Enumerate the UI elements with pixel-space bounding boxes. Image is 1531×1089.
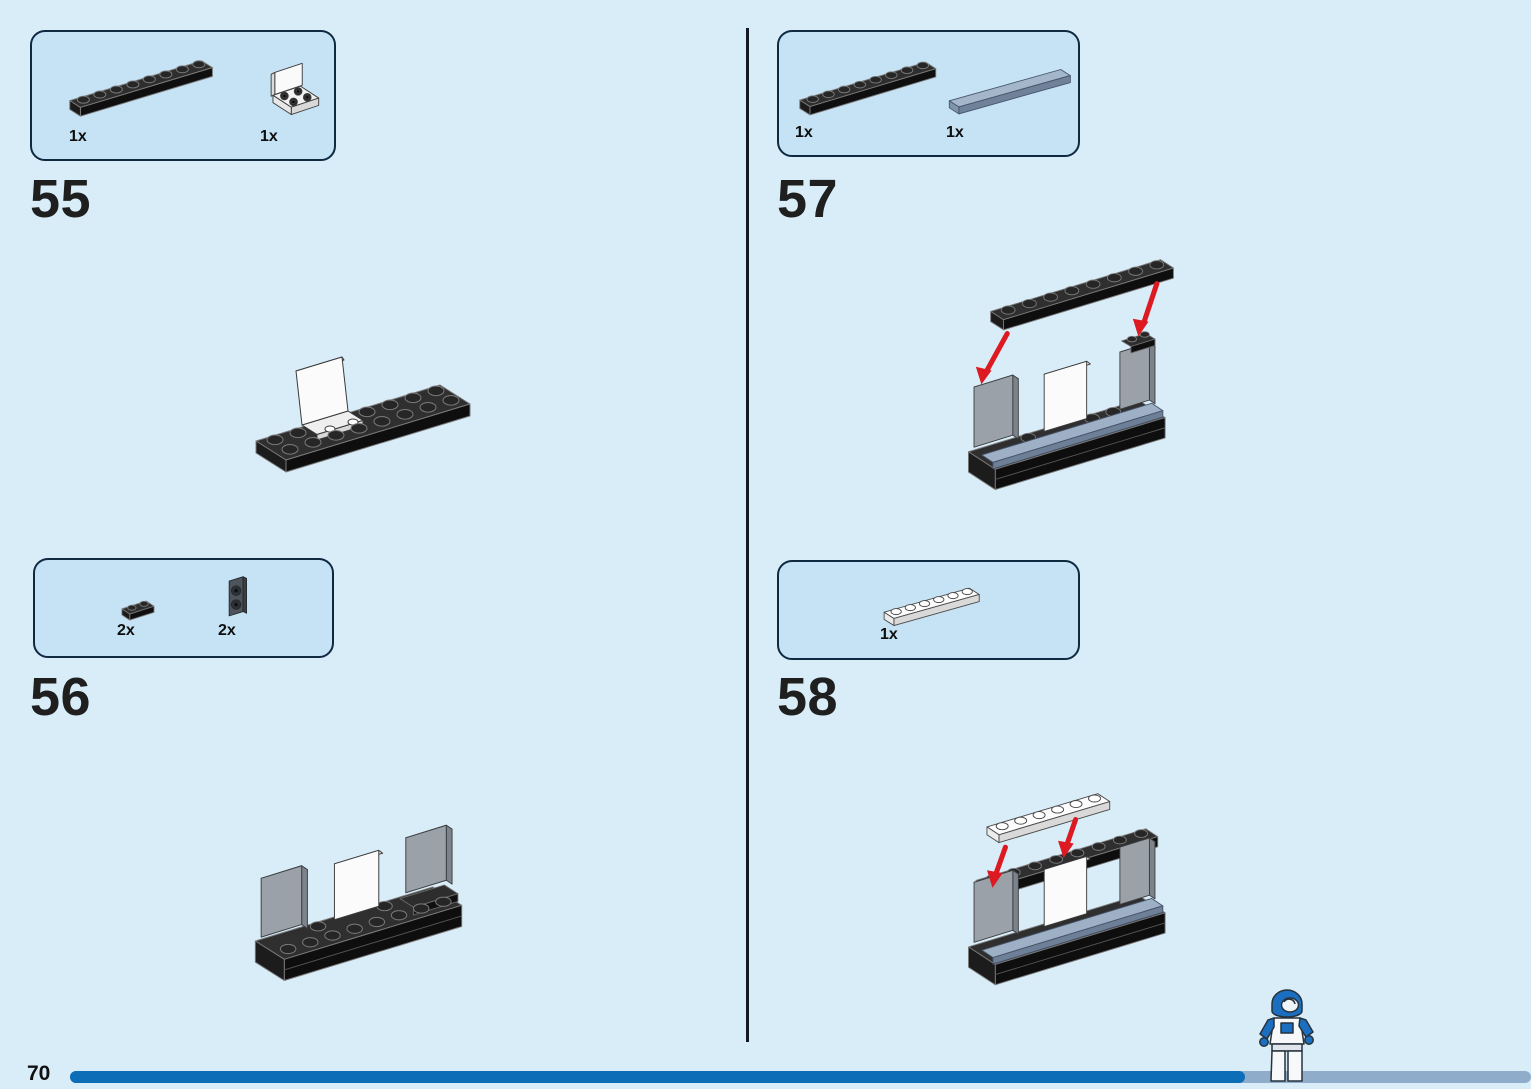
parts-box-step-55: 1x 1x xyxy=(30,30,336,161)
part-count: 2x xyxy=(218,622,236,639)
part-count: 1x xyxy=(946,124,964,141)
left-grey-corner-panel xyxy=(973,374,1019,448)
left-grey-panel xyxy=(260,865,308,938)
white-panel-piece xyxy=(333,849,384,921)
white-plate-1x6-icon xyxy=(877,580,989,632)
black-plate-1x8-icon xyxy=(791,52,951,126)
red-arrow-icon xyxy=(1058,817,1079,859)
red-arrow-icon xyxy=(986,844,1008,888)
white-bracket-2x2-icon xyxy=(262,58,326,118)
white-panel-piece xyxy=(1043,360,1091,432)
step-number-55: 55 xyxy=(30,169,92,229)
sand-blue-tile-placed xyxy=(981,402,1164,470)
progress-bar-fill xyxy=(70,1071,1245,1083)
right-grey-corner-panel xyxy=(1119,837,1156,905)
step-number-57: 57 xyxy=(777,169,839,229)
parts-box-step-58: 1x xyxy=(777,560,1080,660)
step-number-56: 56 xyxy=(30,667,92,727)
progress-bar-track xyxy=(70,1071,1531,1083)
part-count: 1x xyxy=(260,128,278,145)
step-56-diagram xyxy=(238,796,508,1004)
part-count: 1x xyxy=(880,626,898,643)
parts-box-step-56: 2x 2x xyxy=(33,558,334,658)
red-arrow-icon xyxy=(975,331,1010,385)
column-divider xyxy=(746,28,749,1042)
part-count: 2x xyxy=(117,622,135,639)
black-plate-1x2-icon xyxy=(115,586,167,623)
dark-grey-clip-bracket-icon xyxy=(217,574,257,623)
white-plate-1x6-floating xyxy=(986,793,1111,844)
step-58-diagram xyxy=(948,766,1253,1006)
red-arrow-icon xyxy=(1132,281,1160,337)
step-57-diagram xyxy=(948,232,1253,509)
right-grey-panel xyxy=(399,824,459,916)
step-number-58: 58 xyxy=(777,667,839,727)
right-grey-corner-panel xyxy=(1119,331,1156,410)
white-panel-piece xyxy=(1043,856,1091,928)
parts-box-step-57: 1x 1x xyxy=(777,30,1080,157)
astronaut-minifigure-icon xyxy=(1256,982,1318,1086)
sand-blue-tile-placed xyxy=(981,898,1164,965)
part-count: 1x xyxy=(795,124,813,141)
black-plate-1x8-icon xyxy=(62,50,227,128)
page-number: 70 xyxy=(27,1062,51,1085)
step-55-diagram xyxy=(242,336,502,496)
black-plate-1x8-floating xyxy=(990,259,1174,331)
part-count: 1x xyxy=(69,128,87,145)
sand-blue-tile-1x8-icon xyxy=(942,66,1082,120)
